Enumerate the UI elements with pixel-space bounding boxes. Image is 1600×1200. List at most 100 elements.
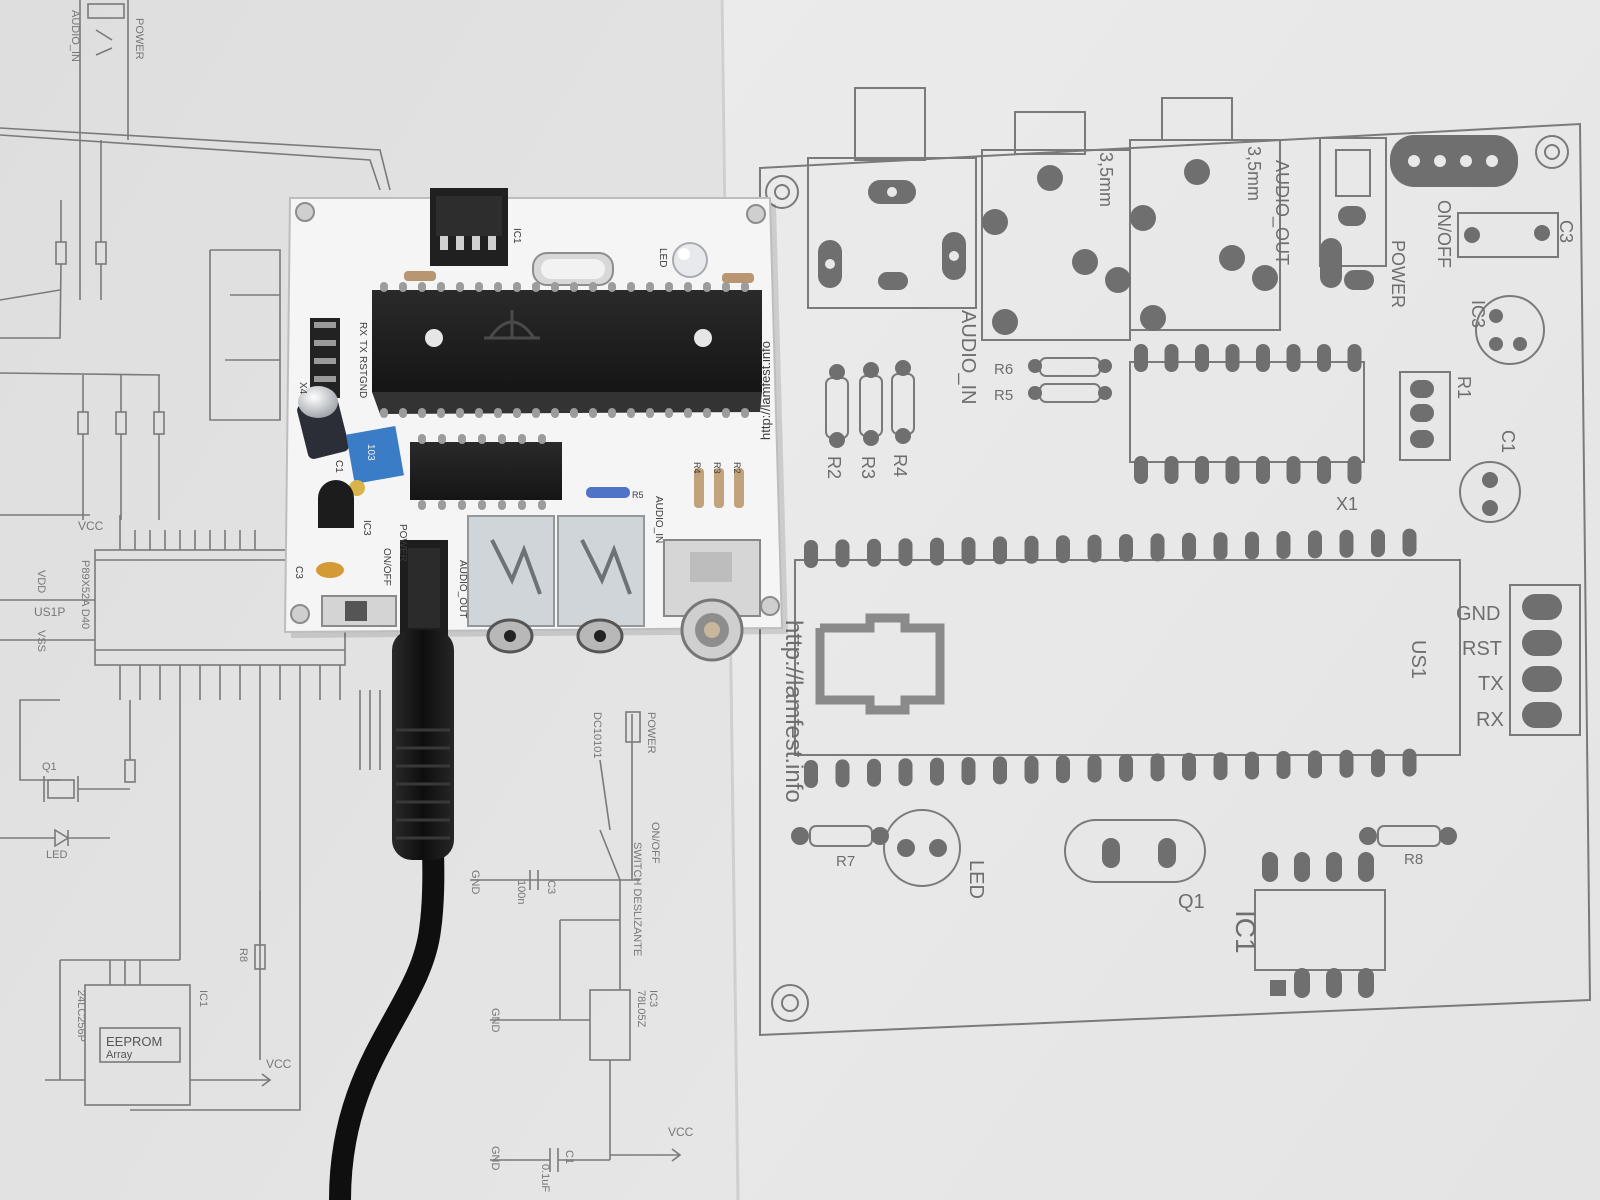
mcu-socket-pad xyxy=(898,538,913,567)
mcu-socket-pad xyxy=(1371,529,1385,558)
mcu-pin xyxy=(475,408,483,418)
mcu-socket-pad xyxy=(867,538,881,567)
ic1-pad xyxy=(1294,968,1310,998)
layout-outline xyxy=(759,122,1592,1037)
mcu-socket-pad xyxy=(1087,754,1102,783)
ic-socket-pad xyxy=(1225,456,1240,484)
sch-mcu-label: P89X52A D40 xyxy=(79,560,91,629)
ic-socket-pad xyxy=(1317,456,1331,484)
layout-us1: US1 xyxy=(1407,640,1429,679)
board-trimmer xyxy=(346,426,404,496)
board-url: http://lamfest.info xyxy=(758,341,773,440)
mcu-pin xyxy=(646,282,654,292)
mcu-socket-pad xyxy=(835,539,850,568)
mcu-socket-pad xyxy=(961,537,976,565)
dip-pin xyxy=(418,434,426,444)
sch-gnd-c1: GND xyxy=(489,1146,501,1171)
layout-x1: X1 xyxy=(1336,494,1358,514)
mcu-socket-pad xyxy=(867,758,881,787)
mcu-pin xyxy=(608,282,616,292)
mcu-pin xyxy=(684,408,692,418)
mcu-pin xyxy=(475,282,483,292)
board-header-x4 xyxy=(310,318,340,398)
ic-socket-pad xyxy=(1225,344,1240,372)
sch-dc-jack: DC10101 xyxy=(591,712,603,758)
mcu-socket-pad xyxy=(930,537,944,566)
board-on-off-label: ON/OFF xyxy=(381,548,392,586)
layout-q1: Q1 xyxy=(1178,891,1205,913)
layout-url: http://lamfest.info xyxy=(780,620,807,803)
board-capacitor-c3 xyxy=(316,562,344,578)
mcu-pin xyxy=(608,408,616,418)
board-regulator-ic3 xyxy=(318,480,354,528)
sch-vcc-label: VCC xyxy=(78,519,104,533)
dip-pin xyxy=(538,434,546,444)
dip-pin xyxy=(438,500,446,510)
board-power-label: POWER xyxy=(397,524,408,562)
mcu-socket-pad xyxy=(898,758,913,787)
mcu-pin xyxy=(665,408,673,418)
layout-rst: RST xyxy=(1462,638,1502,660)
mcu-pin xyxy=(551,408,559,418)
mcu-socket-pad xyxy=(1402,748,1417,777)
mcu-socket-pad xyxy=(993,756,1007,785)
sch-q1-label: Q1 xyxy=(42,761,57,773)
mcu-socket-pad xyxy=(1119,534,1133,562)
schematic-eeprom xyxy=(84,984,191,1106)
mcu-socket-pad xyxy=(1119,754,1133,782)
mcu-socket-pad xyxy=(1182,752,1196,781)
dip-pin xyxy=(418,500,426,510)
layout-on-off: ON/OFF xyxy=(1434,200,1454,268)
mcu-socket-pad xyxy=(1087,534,1102,563)
ic-socket-pad xyxy=(1256,344,1270,372)
board-capacitor-c1 xyxy=(297,386,349,459)
layout-r5: R5 xyxy=(994,387,1013,404)
ic-socket-pad xyxy=(1347,456,1362,484)
dip-pin xyxy=(498,434,506,444)
board-c1-label: C1 xyxy=(333,460,344,473)
ic-socket-pad xyxy=(1164,344,1179,372)
mcu-socket-pad xyxy=(1276,531,1291,559)
sch-r8-label: R8 xyxy=(237,948,249,962)
ic-socket-pad xyxy=(1286,456,1301,484)
mcu-socket-pad xyxy=(1213,532,1228,561)
mcu-pin xyxy=(399,408,407,418)
mcu-pin xyxy=(532,282,540,292)
dip-pin xyxy=(518,500,526,510)
sch-ic3-label: IC3 xyxy=(647,990,659,1007)
layout-r8: R8 xyxy=(1404,851,1423,868)
mcu-socket-pad xyxy=(1245,531,1259,560)
mcu-socket-pad xyxy=(1245,751,1259,780)
board-r1-value: 103 xyxy=(365,444,376,461)
board-tx-label: TX xyxy=(357,340,368,353)
board-rst-label: RST xyxy=(357,356,368,376)
sch-vcc-power: VCC xyxy=(668,1125,694,1139)
sch-vcc-eeprom: VCC xyxy=(266,1057,292,1071)
mcu-pin xyxy=(456,408,464,418)
board-top-resistors xyxy=(404,271,754,283)
mcu-socket-pad xyxy=(1056,535,1070,564)
sch-audio-in-label: AUDIO_IN xyxy=(69,10,81,62)
ic1-pad xyxy=(1358,852,1374,882)
sch-c1-label: C1 xyxy=(563,1150,575,1164)
mcu-pin xyxy=(722,408,730,418)
mcu-socket-pad xyxy=(1339,529,1354,558)
ic1-pad xyxy=(1294,852,1310,882)
sch-eeprom-label: EEPROM xyxy=(106,1034,162,1049)
mcu-pin xyxy=(551,282,559,292)
layout-r3: R3 xyxy=(858,456,878,479)
ic1-pad xyxy=(1262,852,1278,882)
mcu-socket-pad xyxy=(1024,755,1039,784)
layout-led: LED xyxy=(965,860,987,899)
layout-audio-out: AUDIO_OUT xyxy=(1271,160,1292,265)
mcu-pin xyxy=(399,282,407,292)
mcu-pin xyxy=(513,408,521,418)
ic-socket-pad xyxy=(1347,344,1362,372)
mcu-pin xyxy=(646,408,654,418)
layout-r1: R1 xyxy=(1454,376,1474,399)
sch-switch: SWITCH DESLIZANTE xyxy=(631,842,643,956)
dip-pin xyxy=(518,434,526,444)
board-r4-label: R4 xyxy=(692,462,702,474)
mcu-pin xyxy=(684,282,692,292)
ic-socket-pad xyxy=(1164,456,1179,484)
